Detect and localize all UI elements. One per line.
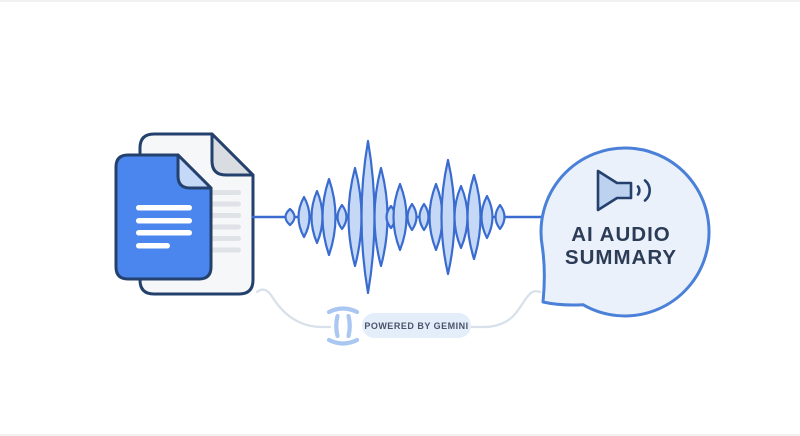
waveform-icon: [284, 139, 506, 295]
waveform-lobe: [336, 203, 348, 231]
back-document-fold: [210, 132, 255, 177]
waveform-lobe: [392, 182, 408, 252]
top-edge-line: [0, 0, 800, 2]
bubble-label: AI AUDIO SUMMARY: [534, 223, 708, 269]
speaker-sound-icon: [596, 169, 651, 212]
front-document-text-lines: [136, 205, 192, 249]
front-document-icon: [114, 153, 213, 281]
waveform-lobe: [406, 202, 418, 232]
waveform-lobe: [360, 139, 376, 295]
waveform-lobe: [480, 194, 494, 240]
waveform-lobe: [310, 189, 324, 245]
left-curve: [255, 288, 332, 329]
powered-by-badge-label: POWERED BY GEMINI: [364, 320, 469, 331]
connector-curves: [255, 288, 542, 329]
waveform-lobe: [440, 158, 456, 276]
speech-bubble-shape: [539, 146, 711, 318]
waveform-lobe: [321, 177, 337, 257]
speech-bubble: [539, 146, 711, 318]
waveform-lobe: [373, 166, 389, 268]
powered-by-badge: POWERED BY GEMINI: [362, 313, 471, 338]
bottom-edge-line: [0, 434, 800, 436]
waveform-lobe: [284, 207, 296, 227]
waveform-lobe: [453, 184, 469, 250]
waveform-lobe: [297, 195, 311, 239]
right-curve: [468, 290, 542, 329]
waveform-lobe: [418, 202, 430, 232]
bubble-label-line2: SUMMARY: [564, 245, 678, 269]
doc-text-line: [136, 243, 170, 249]
waveform-lobe: [347, 166, 363, 268]
doc-text-line: [136, 230, 192, 236]
speaker-horn: [596, 169, 633, 212]
doc-text-line: [136, 218, 192, 224]
waveform-lobe: [466, 173, 482, 261]
bubble-label-line1: AI AUDIO: [571, 223, 671, 246]
gemini-icon: [326, 306, 360, 346]
front-document-fold: [176, 153, 213, 190]
doc-text-line: [136, 205, 192, 211]
sound-wave-arc-large: [643, 179, 651, 202]
waveform-lobe: [494, 203, 506, 231]
sound-wave-arc-small: [636, 185, 641, 196]
